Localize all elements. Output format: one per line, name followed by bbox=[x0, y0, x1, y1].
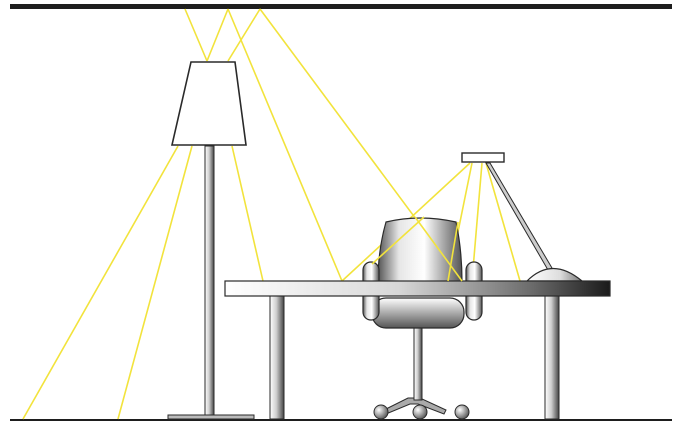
floor-lamp-pole bbox=[204, 145, 215, 418]
chair-base bbox=[383, 397, 447, 415]
chair-seat bbox=[371, 297, 465, 329]
desk-leg-left bbox=[269, 295, 285, 420]
desk-leg-right bbox=[544, 295, 560, 420]
light-ray bbox=[485, 162, 521, 282]
chair-column bbox=[413, 325, 423, 401]
light-ray bbox=[471, 162, 483, 282]
chair-wheel bbox=[454, 404, 470, 420]
desk-top bbox=[224, 280, 611, 297]
light-ray bbox=[227, 8, 261, 62]
light-ray bbox=[117, 145, 193, 420]
office-chair bbox=[362, 217, 483, 420]
light-ray bbox=[371, 216, 425, 265]
ceiling bbox=[10, 4, 672, 9]
chair-wheel bbox=[412, 404, 428, 420]
floor bbox=[10, 419, 672, 421]
light-ray bbox=[231, 145, 264, 282]
desk-lamp-arm bbox=[485, 162, 553, 271]
light-ray bbox=[414, 216, 463, 282]
floor-lamp bbox=[167, 61, 255, 420]
light-ray bbox=[447, 221, 459, 282]
floor-lamp-base bbox=[167, 414, 255, 420]
chair-wheel bbox=[373, 404, 389, 420]
chair-backrest bbox=[377, 217, 463, 283]
desk-lamp-head bbox=[461, 152, 505, 163]
light-ray bbox=[227, 8, 343, 282]
light-ray bbox=[22, 145, 179, 420]
desk-lamp bbox=[461, 152, 584, 282]
light-ray bbox=[206, 8, 229, 62]
desk-lamp-base bbox=[525, 268, 584, 282]
floor-lamp-shade bbox=[170, 61, 247, 146]
light-rays-foreground bbox=[371, 216, 463, 282]
light-ray bbox=[184, 8, 208, 62]
